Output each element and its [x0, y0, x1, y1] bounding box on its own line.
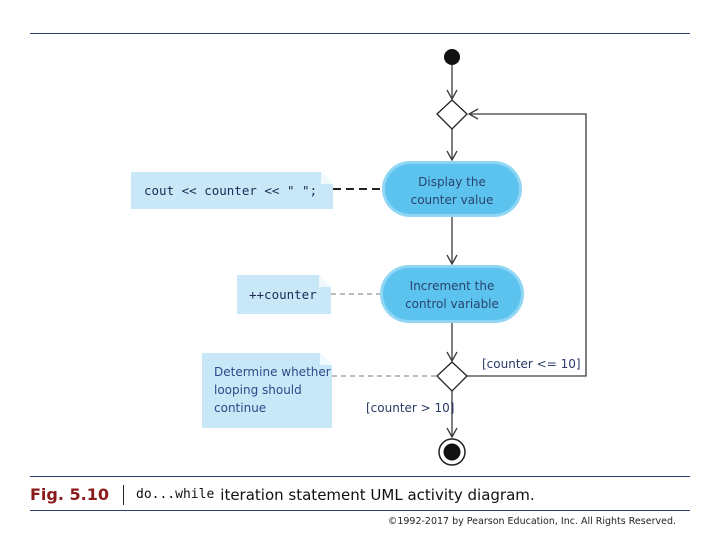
note-determine — [202, 353, 332, 428]
note-determine-line-1: Determine whether — [214, 365, 331, 379]
activity-increment-line-1: Increment the — [410, 279, 495, 293]
note-determine-fold — [320, 353, 332, 365]
caption-code: do...while — [136, 487, 215, 502]
note-increment-code: ++counter — [249, 287, 317, 302]
figure-caption: Fig. 5.10 do...while iteration statement U… — [30, 484, 690, 508]
flow-loop-back — [467, 108, 587, 377]
activity-increment-line-2: control variable — [405, 297, 499, 311]
guard-loop: [counter <= 10] — [482, 357, 581, 371]
caption-bottom-rule — [30, 510, 690, 511]
note-determine-line-3: continue — [214, 401, 266, 415]
top-rule — [30, 33, 690, 34]
activity-display-line-2: counter value — [411, 193, 494, 207]
note-increment — [237, 275, 331, 314]
guard-exit: [counter > 10] — [366, 401, 455, 415]
note-increment-fold — [319, 275, 331, 287]
caption-text: iteration statement UML activity diagram… — [220, 485, 535, 504]
merge-node — [436, 99, 468, 130]
note-display-fold — [321, 172, 333, 184]
copyright-notice: ©1992-2017 by Pearson Education, Inc. Al… — [387, 516, 676, 527]
initial-state — [444, 49, 460, 65]
figure-label: Fig. 5.10 — [30, 485, 109, 504]
final-state — [443, 443, 461, 461]
activity-display-line-1: Display the — [418, 175, 486, 189]
activity-increment — [383, 268, 521, 320]
activity-display — [385, 164, 519, 214]
caption-top-rule — [30, 476, 690, 477]
caption-separator — [123, 484, 124, 505]
note-display-code: cout << counter << " "; — [144, 183, 317, 198]
decision-node — [436, 361, 468, 392]
note-determine-line-2: looping should — [214, 383, 302, 397]
note-display — [131, 172, 333, 209]
activity-diagram: Display the counter value Increment the … — [131, 49, 587, 466]
